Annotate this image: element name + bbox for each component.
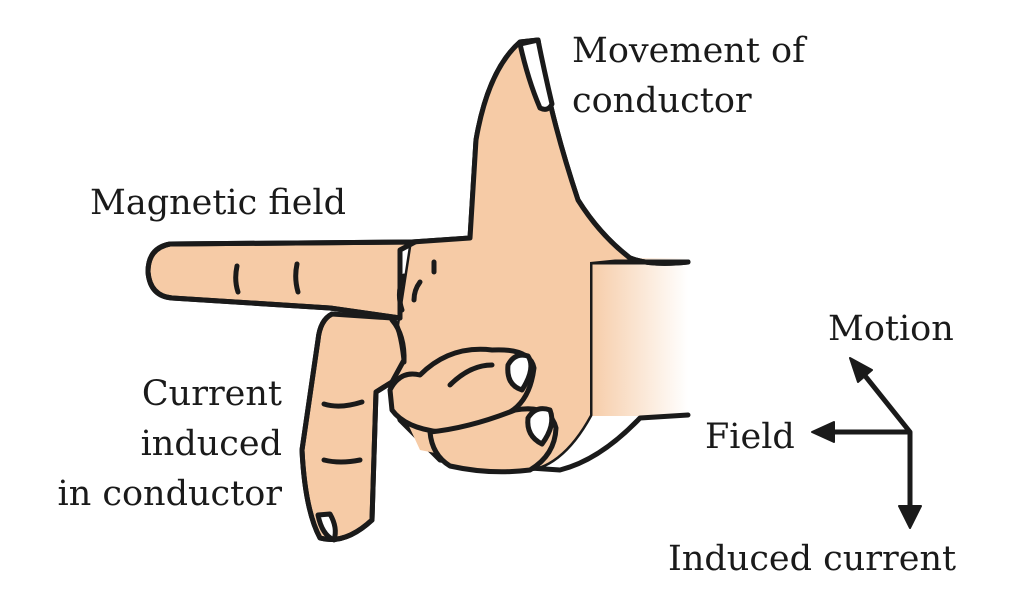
ring-finger-nail	[505, 352, 534, 393]
thumb-label-line1: Movement of	[572, 31, 808, 71]
thumb-label-line2: conductor	[572, 81, 752, 121]
current-axis-label: Induced current	[668, 539, 956, 579]
index-finger-label: Magnetic field	[90, 183, 346, 223]
little-finger-nail	[525, 406, 555, 447]
motion-axis-label: Motion	[828, 309, 954, 349]
little-finger	[427, 406, 559, 475]
field-arrowhead	[811, 421, 835, 443]
middle-finger-nail	[315, 511, 338, 543]
wrist	[588, 258, 688, 416]
middle-finger-label-line3: in conductor	[58, 474, 283, 514]
field-axis-label: Field	[705, 417, 795, 457]
direction-axes	[811, 357, 922, 529]
current-arrowhead	[898, 505, 922, 529]
thumb-nail	[517, 37, 555, 112]
motion-arrowhead	[849, 357, 873, 383]
middle-finger-label-line1: Current	[142, 374, 282, 414]
middle-finger-label-line2: induced	[141, 424, 282, 464]
